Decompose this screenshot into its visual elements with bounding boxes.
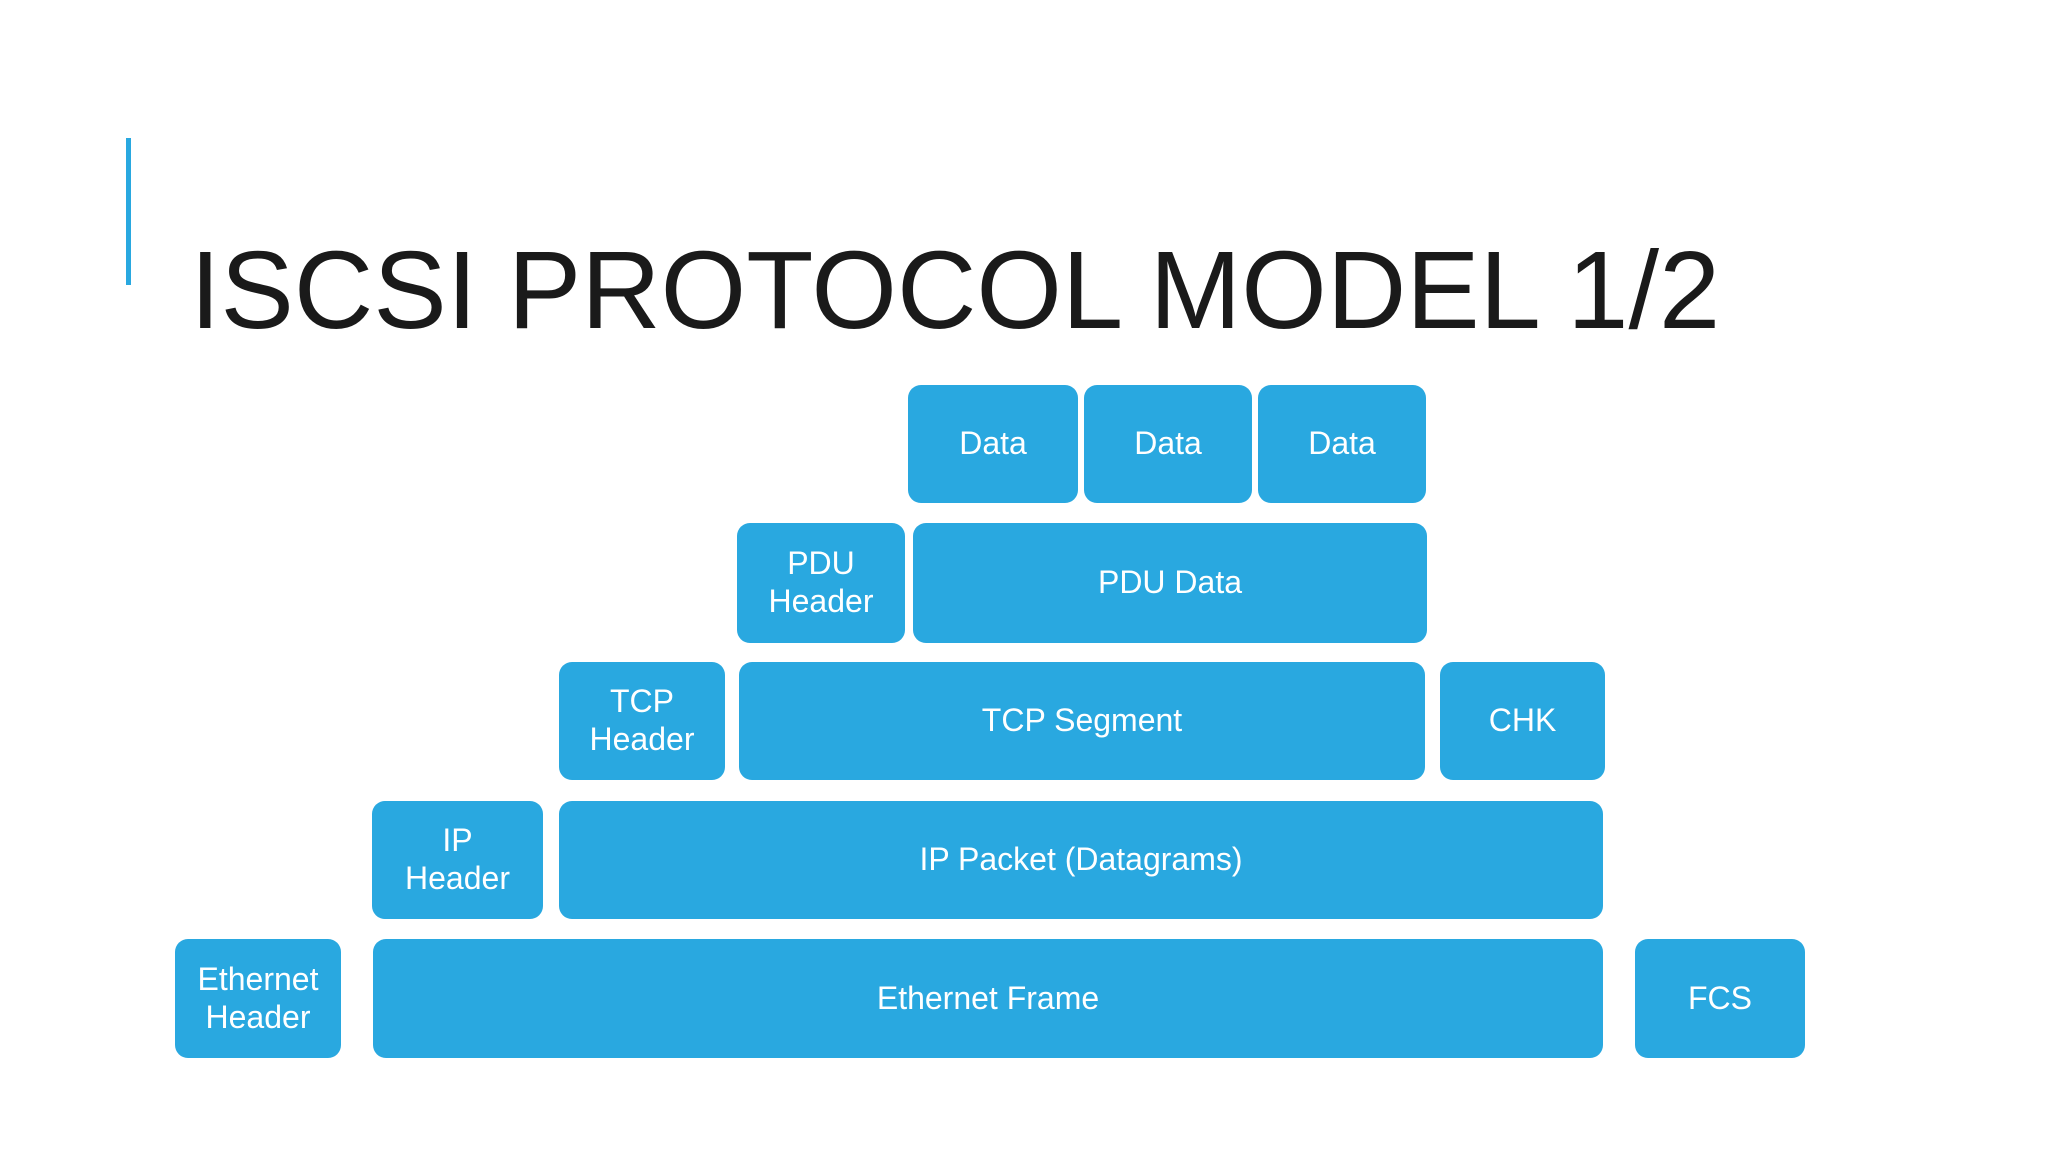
box-pdu-header: PDU Header bbox=[737, 523, 905, 643]
box-chk: CHK bbox=[1440, 662, 1605, 780]
box-fcs: FCS bbox=[1635, 939, 1805, 1058]
box-data-2: Data bbox=[1084, 385, 1252, 503]
box-data-3: Data bbox=[1258, 385, 1426, 503]
box-data-1: Data bbox=[908, 385, 1078, 503]
box-ethernet-header: Ethernet Header bbox=[175, 939, 341, 1058]
box-tcp-header: TCP Header bbox=[559, 662, 725, 780]
slide-title: ISCSI PROTOCOL MODEL 1/2 bbox=[190, 228, 1721, 352]
title-accent-bar bbox=[126, 138, 131, 285]
box-tcp-segment: TCP Segment bbox=[739, 662, 1425, 780]
box-ip-packet: IP Packet (Datagrams) bbox=[559, 801, 1603, 919]
box-ethernet-frame: Ethernet Frame bbox=[373, 939, 1603, 1058]
box-pdu-data: PDU Data bbox=[913, 523, 1427, 643]
box-ip-header: IP Header bbox=[372, 801, 543, 919]
